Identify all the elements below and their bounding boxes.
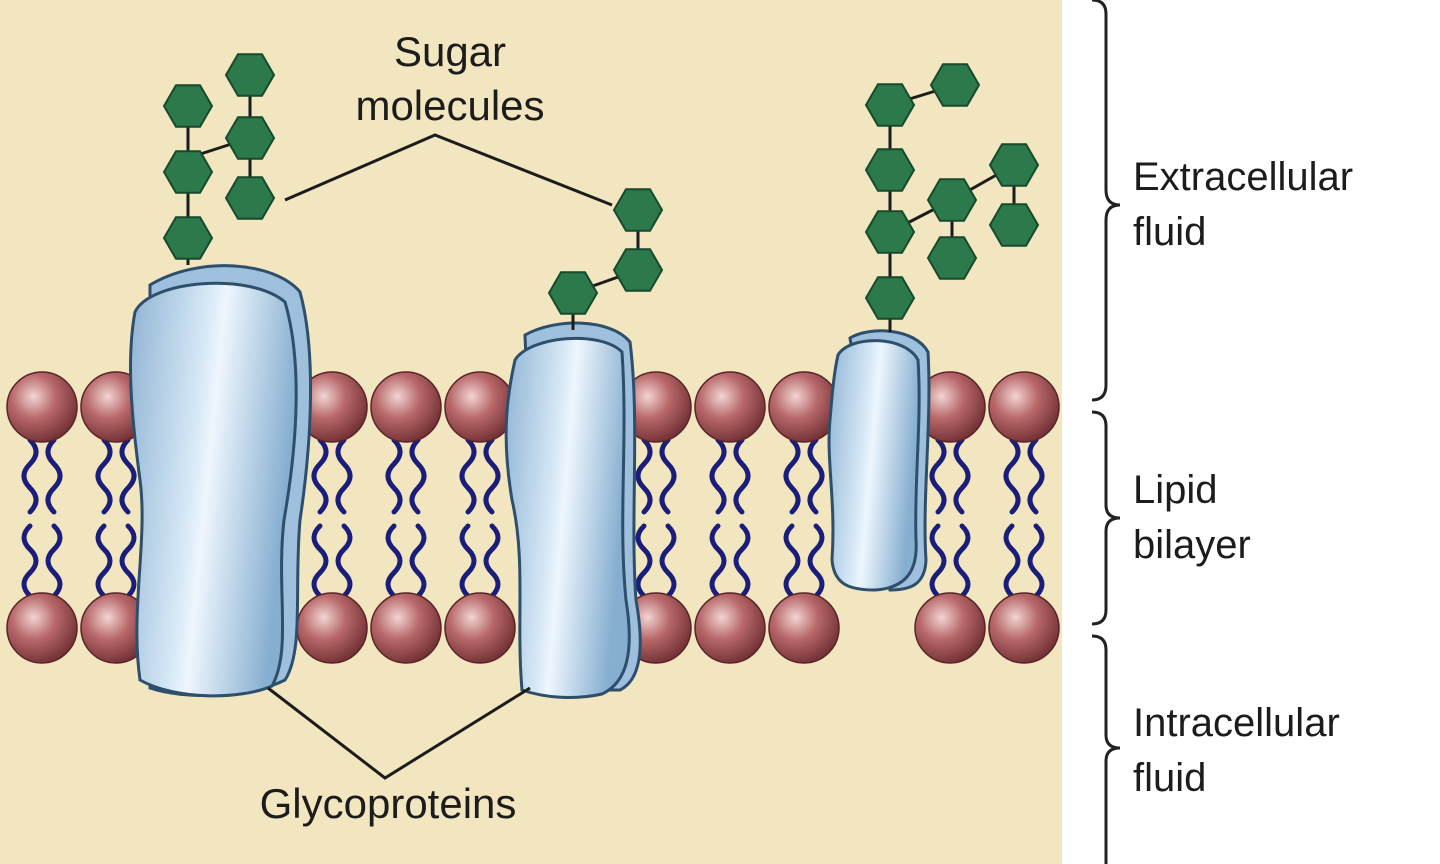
lipid-tail-upper (45, 437, 63, 515)
sugar-molecule (929, 63, 981, 107)
lipid-tail-lower (119, 523, 137, 599)
sugar-molecule (162, 150, 214, 194)
phospholipid-head (694, 371, 766, 443)
phospholipid-head (296, 592, 368, 664)
sugar-molecule (864, 83, 916, 127)
lipid-tail-upper (95, 437, 113, 515)
sugar-molecule (224, 176, 276, 220)
phospholipid-head (370, 592, 442, 664)
glycoprotein-3 (827, 329, 931, 592)
lipid-tail-upper (21, 437, 39, 515)
lipid-tail-upper (1027, 437, 1045, 515)
glycoprotein-1 (129, 264, 313, 698)
phospholipid-head (914, 592, 986, 664)
lipid-tail-lower (635, 523, 653, 599)
lipid-tail-upper (311, 437, 329, 515)
phospholipid-head (444, 371, 516, 443)
sugar-label-line1: Sugar (394, 28, 506, 75)
region-label-lipid-line1: Lipid (1133, 468, 1218, 512)
label-leader-lines (267, 133, 613, 780)
lipid-tail-upper (483, 437, 501, 515)
lipid-tail-lower (1027, 523, 1045, 599)
phospholipid-head (370, 371, 442, 443)
sugar-chains (162, 53, 1040, 332)
lipid-tail-lower (733, 523, 751, 599)
sugar-leader-line (284, 133, 613, 207)
sugar-label-line2: molecules (355, 82, 544, 129)
lipid-tail-upper (807, 437, 825, 515)
lipid-tail-lower (807, 523, 825, 599)
sugar-molecule (926, 178, 978, 222)
lipid-tail-lower (45, 523, 63, 599)
lipid-tail-lower (659, 523, 677, 599)
region-label-extracellular-line1: Extracellular (1133, 155, 1353, 199)
glycoprotein-2 (504, 321, 642, 699)
lipid-tail-lower (783, 523, 801, 599)
lipid-tail-lower (311, 523, 329, 599)
sugar-molecule (864, 276, 916, 320)
lipid-tail-upper (1003, 437, 1021, 515)
sugar-molecule (612, 248, 664, 292)
lipid-tail-lower (1003, 523, 1021, 599)
sugar-molecule (162, 84, 214, 128)
glycoproteins-group (129, 264, 931, 699)
phospholipid-head (988, 371, 1060, 443)
region-label-extracellular-line2: fluid (1133, 210, 1206, 254)
lipid-tail-upper (635, 437, 653, 515)
lipid-tail-lower (483, 523, 501, 599)
lipid-tail-upper (459, 437, 477, 515)
sugar-molecule (224, 53, 276, 97)
sugar-molecule (162, 216, 214, 260)
phospholipid-head (988, 592, 1060, 664)
region-brackets (1091, 0, 1121, 864)
bracket-intracellular (1091, 634, 1121, 864)
sugar-molecule (988, 143, 1040, 187)
lipid-tail-upper (709, 437, 727, 515)
bracket-extracellular (1091, 0, 1121, 402)
lipid-tail-lower (335, 523, 353, 599)
bracket-lipid-bilayer (1091, 410, 1121, 626)
lipid-tail-upper (659, 437, 677, 515)
sugar-molecule (547, 271, 599, 315)
region-label-intracellular-line1: Intracellular (1133, 701, 1340, 745)
lipid-tail-upper (119, 437, 137, 515)
phospholipid-head (768, 592, 840, 664)
sugar-molecule (988, 203, 1040, 247)
phospholipid-head (444, 592, 516, 664)
lipid-tail-lower (953, 523, 971, 599)
lipid-tails (21, 437, 1045, 599)
sugar-molecule (224, 116, 276, 160)
sugar-molecule (864, 210, 916, 254)
lipid-tail-upper (409, 437, 427, 515)
lipid-tail-lower (385, 523, 403, 599)
region-label-intracellular-line2: fluid (1133, 756, 1206, 800)
phospholipid-head (694, 592, 766, 664)
region-label-lipid-line2: bilayer (1133, 523, 1251, 567)
lipid-tail-lower (95, 523, 113, 599)
sugar-molecule (864, 148, 916, 192)
sugar-molecule (612, 188, 664, 232)
phospholipid-head (6, 592, 78, 664)
lipid-tail-lower (409, 523, 427, 599)
lipid-tail-lower (929, 523, 947, 599)
lipid-tail-upper (929, 437, 947, 515)
lipid-tail-lower (709, 523, 727, 599)
phospholipid-head (6, 371, 78, 443)
lipid-tail-upper (385, 437, 403, 515)
lipid-tail-upper (335, 437, 353, 515)
lipid-tail-lower (21, 523, 39, 599)
lipid-tail-upper (953, 437, 971, 515)
lipid-tail-upper (783, 437, 801, 515)
lipid-tail-upper (733, 437, 751, 515)
glycoproteins-label: Glycoproteins (260, 780, 517, 827)
glycoprotein-leader-line (267, 686, 531, 780)
lipid-tail-lower (459, 523, 477, 599)
sugar-molecule (926, 236, 978, 280)
